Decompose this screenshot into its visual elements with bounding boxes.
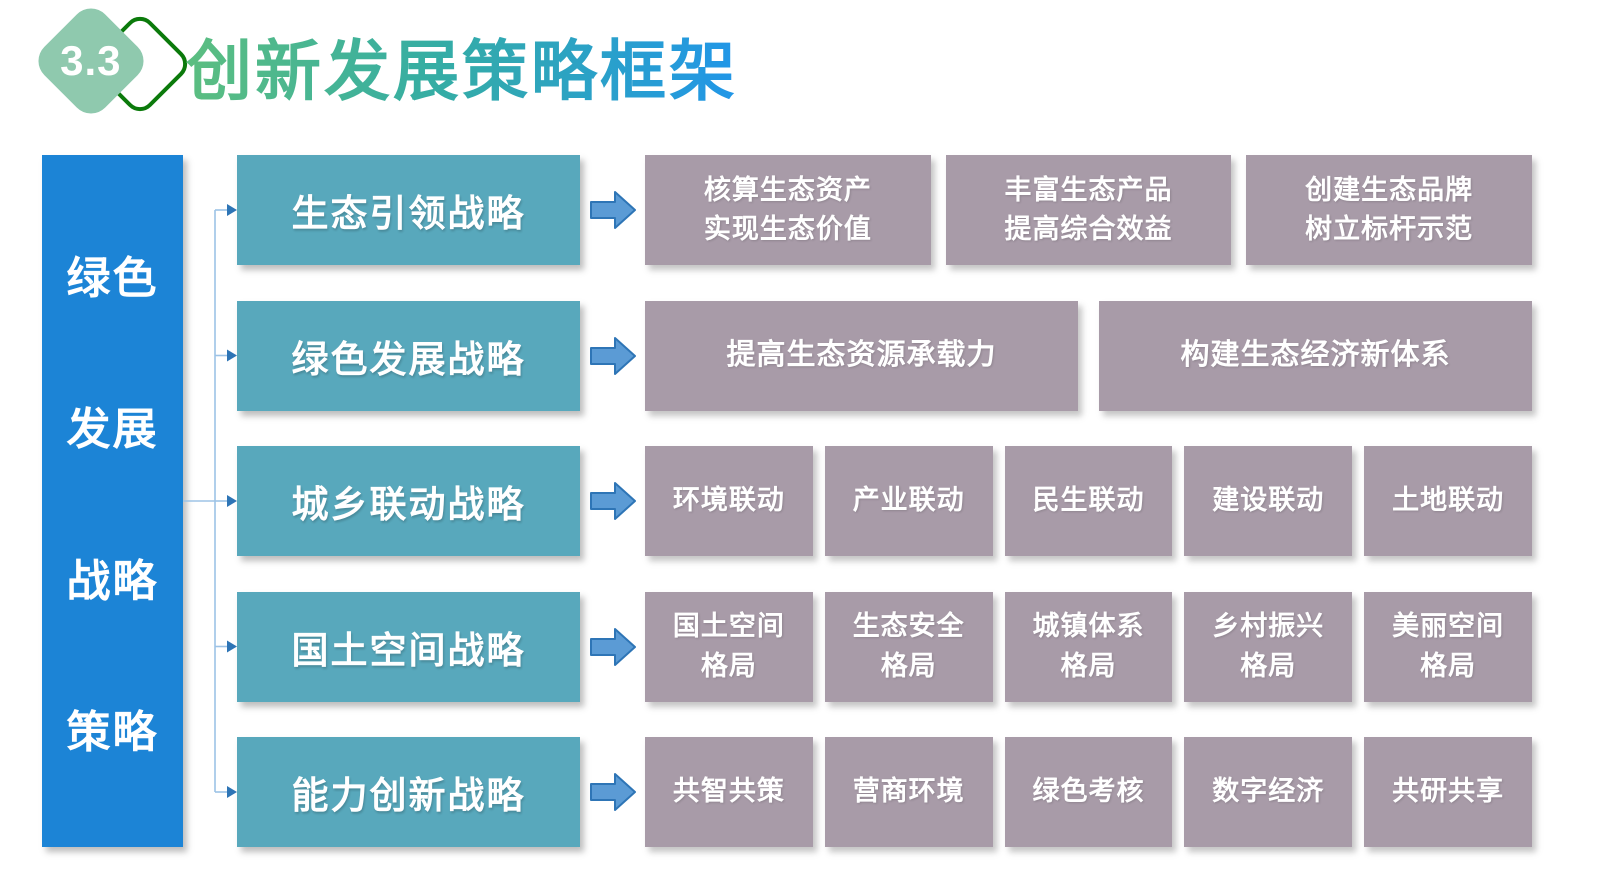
item-box: 建设联动 <box>1184 446 1353 556</box>
item-box: 国土空间 格局 <box>645 591 813 702</box>
section-number: 3.3 <box>60 36 122 84</box>
item-box: 丰富生态产品 提高综合效益 <box>945 155 1232 265</box>
item-box: 共智共策 <box>645 737 813 847</box>
item-box: 共研共享 <box>1364 737 1532 847</box>
item-box: 营商环境 <box>824 737 993 847</box>
row-ecology-leading: 生态引领战略 核算生态资产 实现生态价值 丰富生态产品 提高综合效益 创建生态品… <box>237 155 1533 265</box>
strategy-box-green-development: 绿色发展战略 <box>237 300 580 411</box>
item-box: 创建生态品牌 树立标杆示范 <box>1246 155 1533 265</box>
item-box: 美丽空间 格局 <box>1364 591 1532 702</box>
item-box: 城镇体系 格局 <box>1004 591 1173 702</box>
item-box: 产业联动 <box>824 446 993 556</box>
item-box: 民生联动 <box>1004 446 1173 556</box>
flow-arrow-icon <box>580 189 645 231</box>
sidebar-word: 战略 <box>66 556 159 606</box>
item-box: 提高生态资源承载力 <box>645 300 1078 411</box>
strategy-box-territorial-space: 国土空间战略 <box>237 591 580 702</box>
item-box: 土地联动 <box>1364 446 1532 556</box>
item-box: 构建生态经济新体系 <box>1099 300 1532 411</box>
item-box: 核算生态资产 实现生态价值 <box>645 155 931 265</box>
item-box: 环境联动 <box>645 446 813 556</box>
row-capability-innovation: 能力创新战略 共智共策 营商环境 绿色考核 数字经济 共研共享 <box>237 737 1532 847</box>
row-territorial-space: 国土空间战略 国土空间 格局 生态安全 格局 城镇体系 格局 乡村振兴 格局 美… <box>237 591 1532 702</box>
item-box: 数字经济 <box>1184 737 1353 847</box>
sidebar-green-development-strategy: 绿色 发展 战略 策略 <box>42 155 183 847</box>
flow-arrow-icon <box>580 480 645 522</box>
row-urban-rural-linkage: 城乡联动战略 环境联动 产业联动 民生联动 建设联动 土地联动 <box>237 446 1532 556</box>
flow-arrow-icon <box>580 335 645 377</box>
row-green-development: 绿色发展战略 提高生态资源承载力 构建生态经济新体系 <box>237 300 1532 411</box>
flow-arrow-icon <box>580 771 645 813</box>
sidebar-word: 策略 <box>66 707 159 757</box>
strategy-box-capability-innovation: 能力创新战略 <box>237 737 580 847</box>
strategy-box-urban-rural-linkage: 城乡联动战略 <box>237 446 580 556</box>
sidebar-word: 发展 <box>66 405 159 455</box>
item-box: 生态安全 格局 <box>824 591 993 702</box>
item-group: 共智共策 营商环境 绿色考核 数字经济 共研共享 <box>645 737 1532 847</box>
item-box: 绿色考核 <box>1004 737 1173 847</box>
section-badge: 3.3 <box>30 0 200 138</box>
item-group: 核算生态资产 实现生态价值 丰富生态产品 提高综合效益 创建生态品牌 树立标杆示… <box>645 155 1533 265</box>
page-title: 创新发展策略框架 <box>186 34 738 108</box>
item-group: 环境联动 产业联动 民生联动 建设联动 土地联动 <box>645 446 1532 556</box>
strategy-box-ecology-leading: 生态引领战略 <box>237 155 580 265</box>
strategy-rows: 生态引领战略 核算生态资产 实现生态价值 丰富生态产品 提高综合效益 创建生态品… <box>237 155 1533 847</box>
flow-arrow-icon <box>580 626 645 668</box>
tree-connector-lines <box>183 204 237 798</box>
item-group: 国土空间 格局 生态安全 格局 城镇体系 格局 乡村振兴 格局 美丽空间 格局 <box>645 591 1532 702</box>
item-box: 乡村振兴 格局 <box>1184 591 1353 702</box>
item-group: 提高生态资源承载力 构建生态经济新体系 <box>645 300 1532 411</box>
sidebar-word: 绿色 <box>66 254 159 304</box>
